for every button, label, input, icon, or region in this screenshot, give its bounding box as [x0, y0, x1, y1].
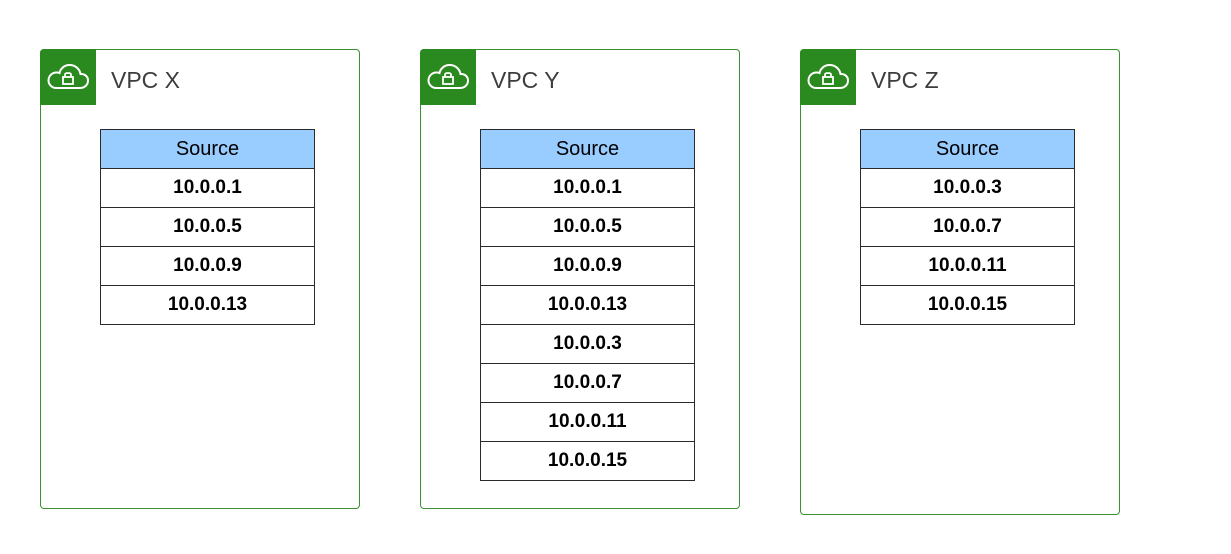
table-row: 10.0.0.11 — [480, 402, 695, 442]
table-row: 10.0.0.5 — [100, 207, 315, 247]
ip-cell: 10.0.0.5 — [100, 207, 315, 247]
table-row: 10.0.0.3 — [860, 168, 1075, 208]
table-row: 10.0.0.9 — [100, 246, 315, 286]
ip-cell: 10.0.0.15 — [860, 285, 1075, 325]
table-row: 10.0.0.7 — [860, 207, 1075, 247]
vpc-badge — [800, 49, 856, 105]
vpc-badge — [40, 49, 96, 105]
ip-cell: 10.0.0.9 — [100, 246, 315, 286]
table-row: 10.0.0.15 — [480, 441, 695, 481]
vpc-title: VPC X — [111, 67, 181, 93]
table-row: 10.0.0.1 — [480, 168, 695, 208]
table-row: 10.0.0.1 — [100, 168, 315, 208]
cloud-lock-icon — [426, 62, 470, 92]
table-row: 10.0.0.3 — [480, 324, 695, 364]
ip-cell: 10.0.0.1 — [480, 168, 695, 208]
cloud-lock-icon — [806, 62, 850, 92]
ip-cell: 10.0.0.13 — [100, 285, 315, 325]
ip-cell: 10.0.0.15 — [480, 441, 695, 481]
ip-cell: 10.0.0.3 — [480, 324, 695, 364]
ip-cell: 10.0.0.5 — [480, 207, 695, 247]
table-row: 10.0.0.15 — [860, 285, 1075, 325]
vpc-badge — [420, 49, 476, 105]
table-row: 10.0.0.9 — [480, 246, 695, 286]
source-table: Source 10.0.0.3 10.0.0.7 10.0.0.11 10.0.… — [860, 129, 1075, 325]
source-header: Source — [480, 129, 695, 169]
ip-cell: 10.0.0.7 — [480, 363, 695, 403]
source-header: Source — [860, 129, 1075, 169]
ip-cell: 10.0.0.9 — [480, 246, 695, 286]
table-row: 10.0.0.11 — [860, 246, 1075, 286]
table-row: 10.0.0.13 — [480, 285, 695, 325]
source-header: Source — [100, 129, 315, 169]
vpc-group-y: VPC Y Source 10.0.0.1 10.0.0.5 10.0.0.9 … — [420, 49, 740, 509]
vpc-group-z: VPC Z Source 10.0.0.3 10.0.0.7 10.0.0.11… — [800, 49, 1120, 515]
cloud-lock-icon — [46, 62, 90, 92]
vpc-title: VPC Y — [491, 67, 560, 93]
ip-cell: 10.0.0.3 — [860, 168, 1075, 208]
vpc-title: VPC Z — [871, 67, 939, 93]
ip-cell: 10.0.0.1 — [100, 168, 315, 208]
vpc-group-x: VPC X Source 10.0.0.1 10.0.0.5 10.0.0.9 … — [40, 49, 360, 509]
ip-cell: 10.0.0.11 — [480, 402, 695, 442]
ip-cell: 10.0.0.11 — [860, 246, 1075, 286]
source-table: Source 10.0.0.1 10.0.0.5 10.0.0.9 10.0.0… — [100, 129, 315, 325]
source-table: Source 10.0.0.1 10.0.0.5 10.0.0.9 10.0.0… — [480, 129, 695, 481]
table-row: 10.0.0.5 — [480, 207, 695, 247]
table-row: 10.0.0.7 — [480, 363, 695, 403]
ip-cell: 10.0.0.13 — [480, 285, 695, 325]
ip-cell: 10.0.0.7 — [860, 207, 1075, 247]
table-row: 10.0.0.13 — [100, 285, 315, 325]
